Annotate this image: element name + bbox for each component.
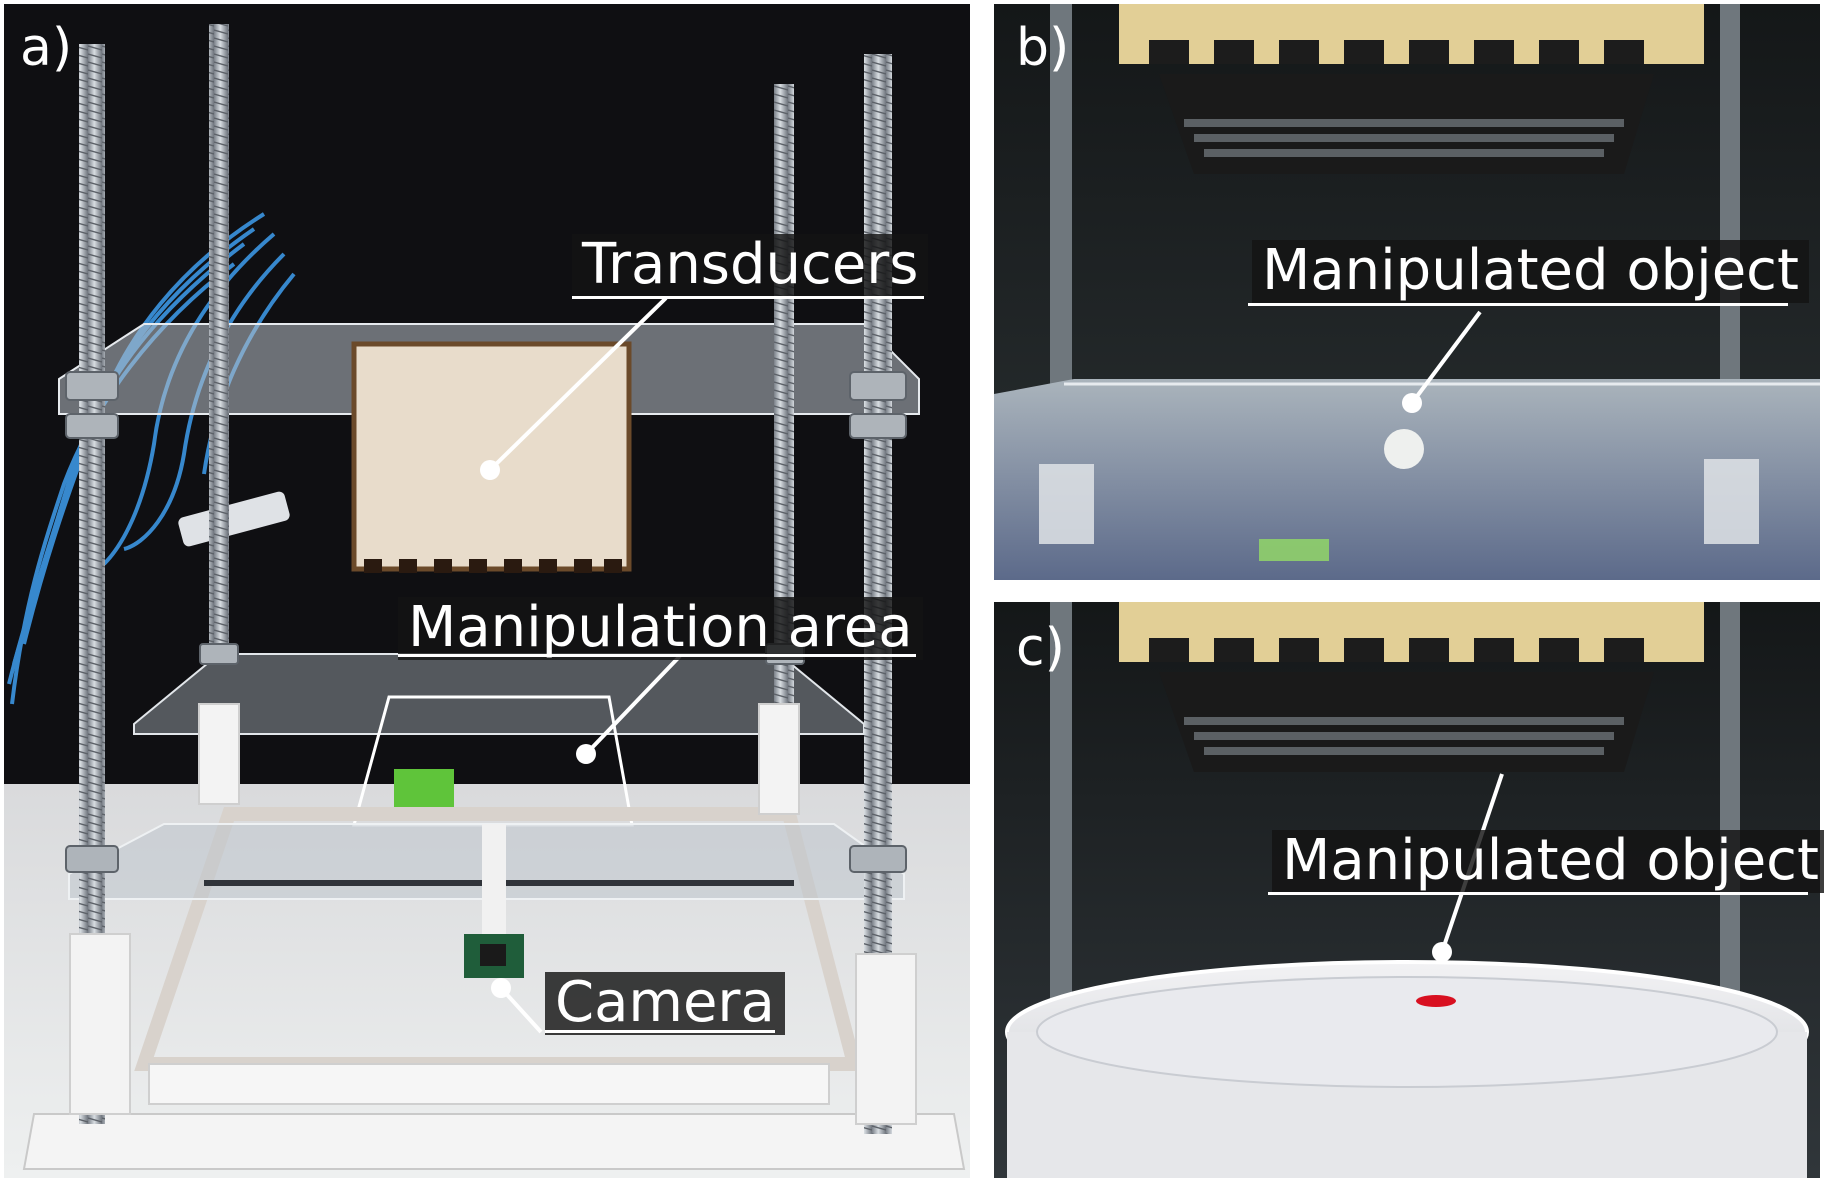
underline-manipulated-object-b (1248, 303, 1788, 306)
underline-camera (545, 1030, 775, 1033)
acrylic-plate (994, 379, 1820, 580)
base-frame (22, 1113, 966, 1170)
underline-manipulated-object-c (1268, 892, 1808, 895)
label-camera: Camera (545, 971, 785, 1035)
led-frame (134, 807, 864, 1071)
panel-a-photo (4, 4, 970, 1178)
panel-c-photo (994, 602, 1820, 1178)
underline-manipulation-area (398, 654, 916, 657)
green-module (394, 769, 454, 807)
label-transducers: Transducers (572, 233, 929, 297)
label-manipulated-object-b: Manipulated object (1252, 239, 1809, 303)
red-droplet (1416, 995, 1456, 1007)
transducer-box (351, 341, 632, 573)
underline-transducers (572, 296, 924, 299)
panel-label-a: a) (20, 18, 73, 78)
panel-a: a) (4, 4, 970, 1178)
connector (178, 491, 290, 547)
middle-acrylic-plate (133, 653, 865, 735)
callout-leaders (480, 296, 682, 1034)
panel-label-b: b) (1016, 18, 1070, 78)
label-manipulated-object-c: Manipulated object (1272, 829, 1824, 893)
panel-label-c: c) (1016, 618, 1065, 678)
levitated-sphere (1384, 429, 1424, 469)
standoffs (69, 703, 917, 1125)
label-manipulation-area: Manipulation area (398, 596, 923, 660)
